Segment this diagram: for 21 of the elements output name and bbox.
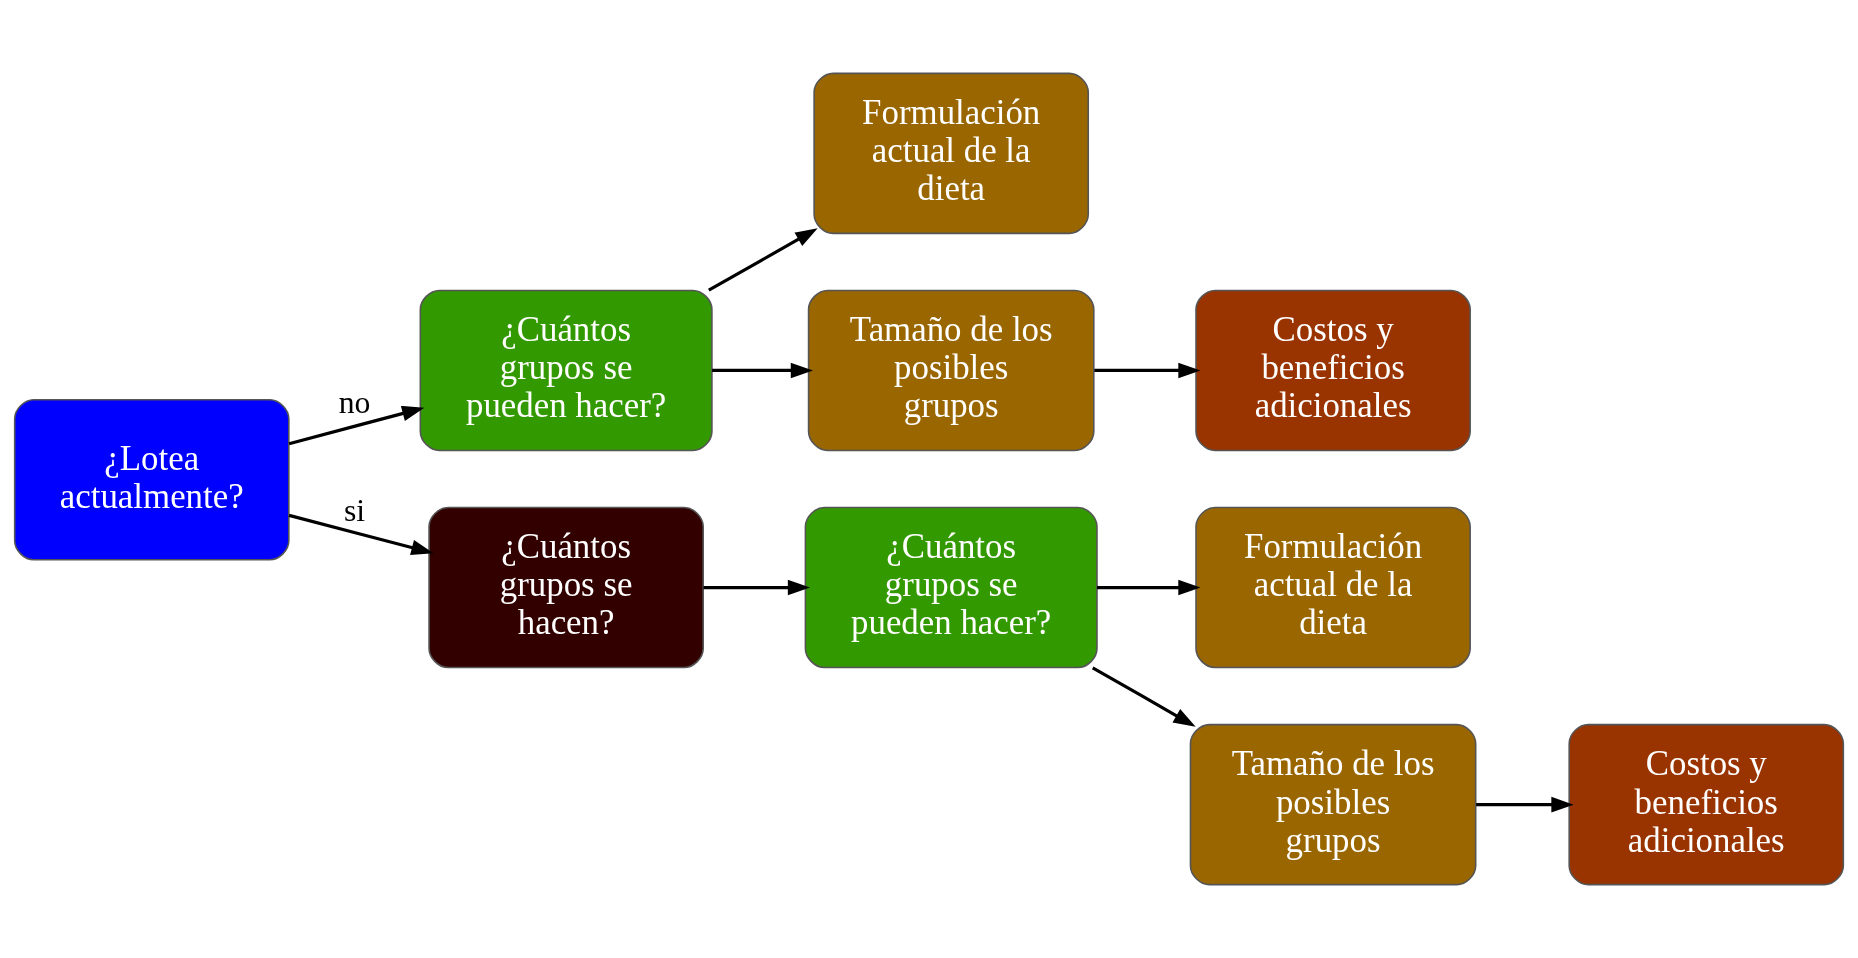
arrow [703, 579, 811, 596]
arrow [1091, 666, 1196, 727]
node-box: ¿Lotea actualmente? [13, 398, 290, 561]
node-box: Tamaño de los posibles grupos [1189, 723, 1477, 886]
arrow [712, 362, 813, 379]
node-box: ¿Cuántos grupos se pueden hacer? [804, 506, 1098, 669]
arrow [1097, 579, 1201, 596]
node-box: ¿Cuántos grupos se hacen? [428, 506, 704, 669]
node-box: Tamaño de los posibles grupos [807, 289, 1095, 452]
edge-label: si [344, 492, 366, 528]
edge-label: no [338, 385, 371, 421]
arrow [288, 405, 425, 446]
node-box: Costos y beneficios adicionales [1195, 289, 1471, 452]
node-box: Formulación actual de la dieta [1195, 506, 1471, 669]
node-box: Costos y beneficios adicionales [1568, 723, 1845, 886]
node-box: Formulación actual de la dieta [813, 72, 1090, 235]
arrow [708, 228, 818, 292]
node-box: ¿Cuántos grupos se pueden hacer? [419, 289, 713, 452]
arrow [1476, 796, 1574, 813]
arrow [288, 513, 434, 556]
arrow [1094, 362, 1201, 379]
